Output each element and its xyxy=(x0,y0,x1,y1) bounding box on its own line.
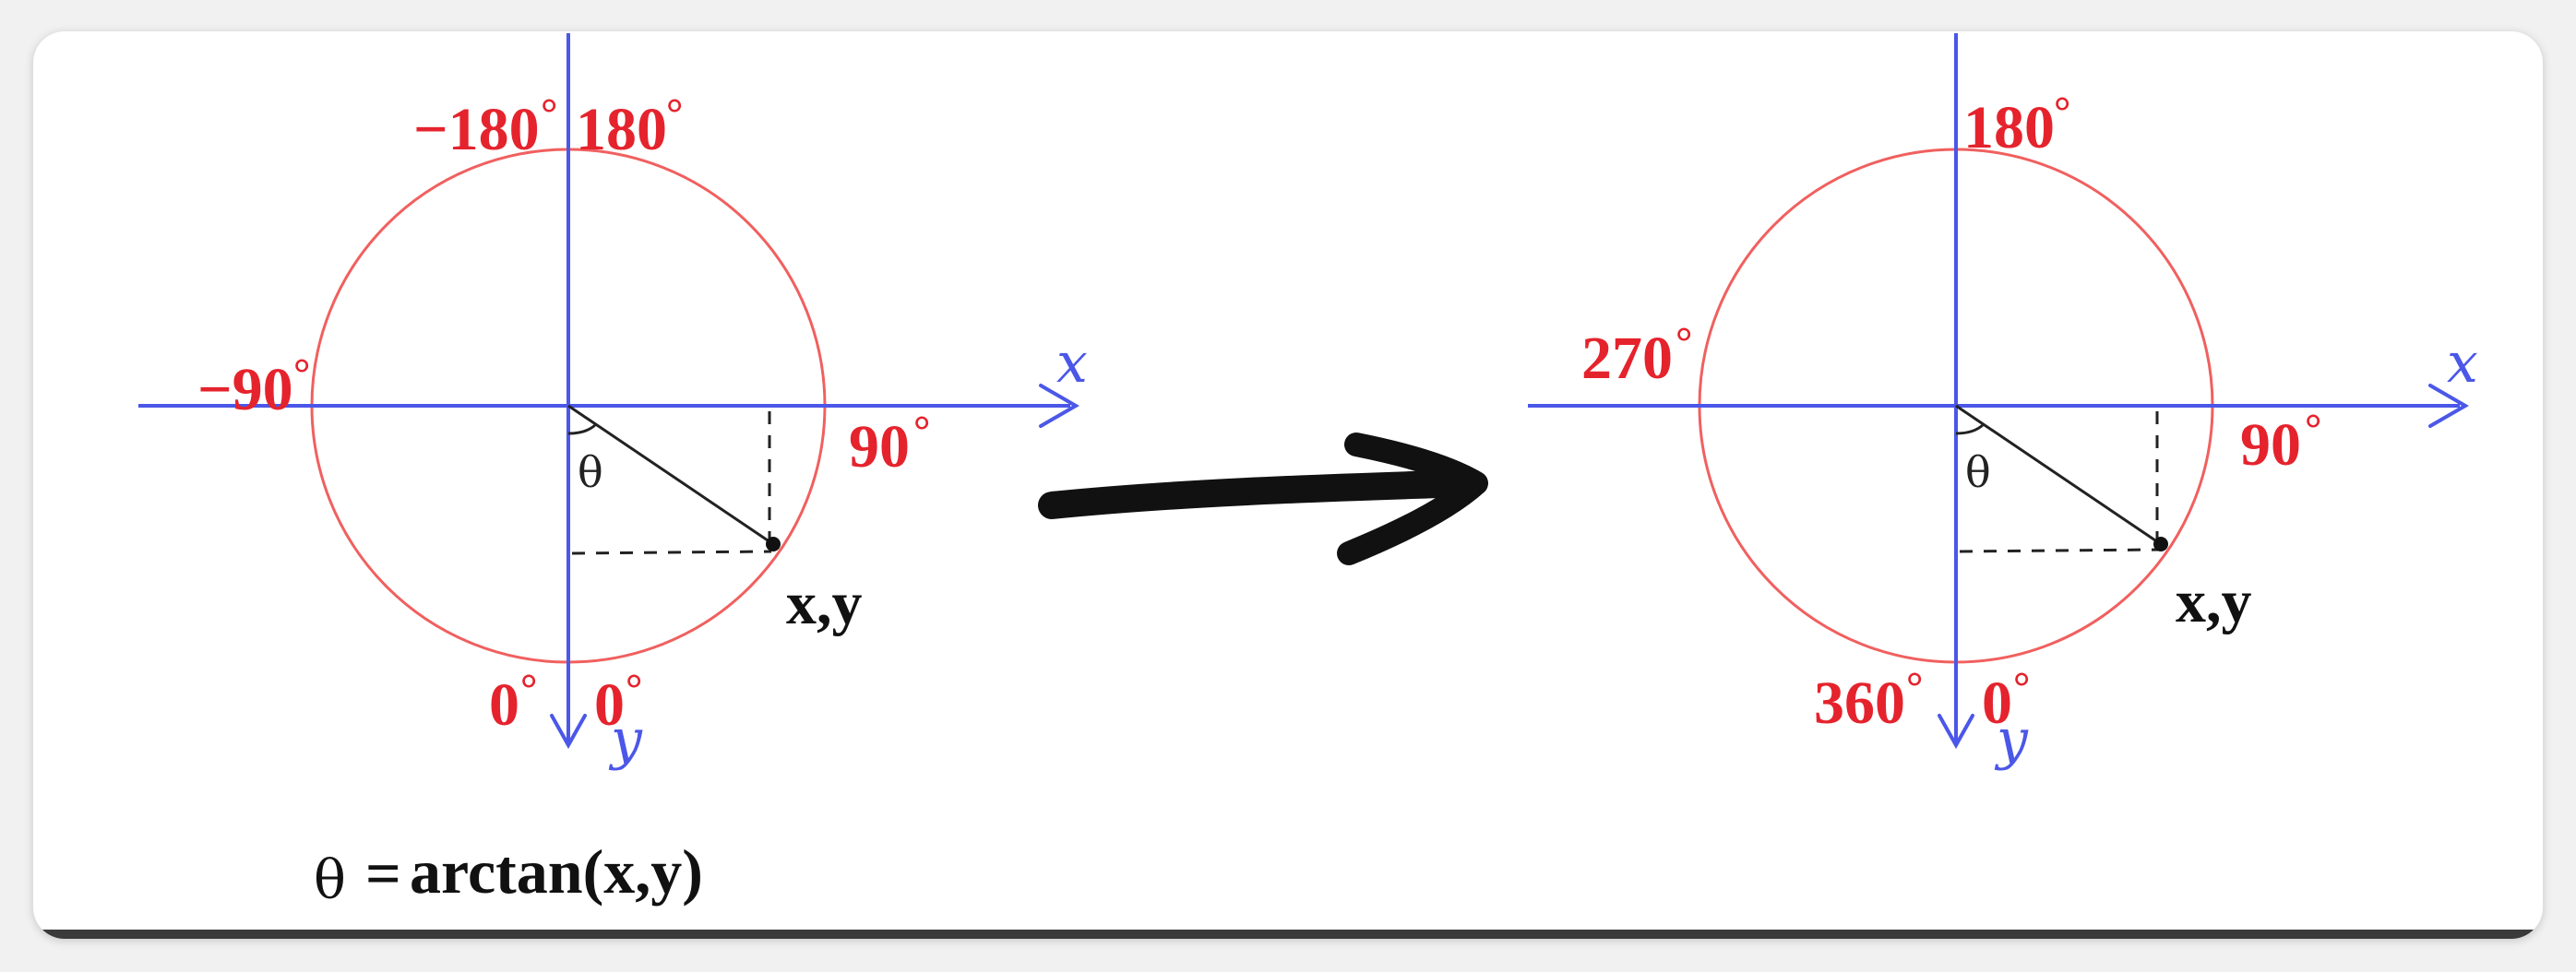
left-label-top-right-deg: ° xyxy=(666,89,683,136)
right-diagram: x y θ x,y 180 ° 270 ° 90 ° 360 ° 0 ° xyxy=(1528,33,2478,772)
formula: θ = arctan(x,y) xyxy=(314,836,703,911)
left-y-axis-arrowhead xyxy=(550,714,587,750)
right-radius-line xyxy=(1955,404,2162,546)
right-label-top-right-deg: ° xyxy=(2054,88,2070,135)
right-label-right-deg: ° xyxy=(2305,405,2321,452)
right-dashed-horizontal xyxy=(1959,548,2160,553)
right-y-axis-arrowhead xyxy=(1938,714,1974,750)
right-label-bottom-right: 0 xyxy=(1982,670,2012,737)
transition-arrowhead xyxy=(1337,433,1488,565)
left-angle-theta: θ xyxy=(578,447,603,497)
right-label-bottom-left: 360 xyxy=(1814,670,1905,737)
transition-arrow xyxy=(1038,469,1481,519)
formula-expression: arctan(x,y) xyxy=(410,836,703,907)
right-label-left-deg: ° xyxy=(1676,318,1692,365)
left-label-bottom-left-deg: ° xyxy=(520,665,537,712)
right-label-right: 90 xyxy=(2240,411,2301,479)
left-x-axis-arrowhead xyxy=(1039,384,1079,428)
right-x-axis-arrowhead xyxy=(2428,384,2469,428)
right-point-dot xyxy=(2153,537,2168,551)
frame-bottom-bar xyxy=(33,930,2543,939)
left-label-bottom-left: 0 xyxy=(489,671,519,739)
right-angle-theta: θ xyxy=(1965,447,1991,497)
left-label-bottom-right: 0 xyxy=(594,671,625,739)
left-radius-line xyxy=(567,404,774,546)
left-point-dot xyxy=(766,537,781,551)
right-y-axis-label: y xyxy=(1994,707,2029,772)
right-label-top-right: 180 xyxy=(1963,94,2055,161)
left-label-top-left-deg: ° xyxy=(541,89,557,136)
right-angle-arc xyxy=(1955,422,1986,435)
right-label-bottom-left-deg: ° xyxy=(1906,663,1923,710)
left-point-label: x,y xyxy=(786,570,863,637)
left-label-bottom-right-deg: ° xyxy=(626,665,642,712)
left-diagram: x y θ x,y −180 ° 180 ° −90 ° 90 ° 0 ° 0 … xyxy=(138,33,1088,772)
left-label-top-left: −180 xyxy=(413,96,540,163)
left-label-left: −90 xyxy=(197,356,293,423)
formula-theta: θ xyxy=(314,848,346,911)
left-label-right: 90 xyxy=(849,413,910,480)
right-label-bottom-right-deg: ° xyxy=(2013,663,2030,710)
left-x-axis-label: x xyxy=(1056,331,1088,396)
left-angle-arc xyxy=(567,422,598,435)
right-x-axis-label: x xyxy=(2447,331,2478,396)
right-point-label: x,y xyxy=(2176,568,2252,635)
left-label-left-deg: ° xyxy=(293,350,310,397)
left-label-top-right: 180 xyxy=(576,96,667,163)
left-dashed-horizontal xyxy=(571,550,772,555)
left-y-axis-label: y xyxy=(608,707,643,772)
left-label-right-deg: ° xyxy=(913,407,930,454)
right-label-left: 270 xyxy=(1581,325,1673,392)
formula-equals: = xyxy=(365,838,401,908)
